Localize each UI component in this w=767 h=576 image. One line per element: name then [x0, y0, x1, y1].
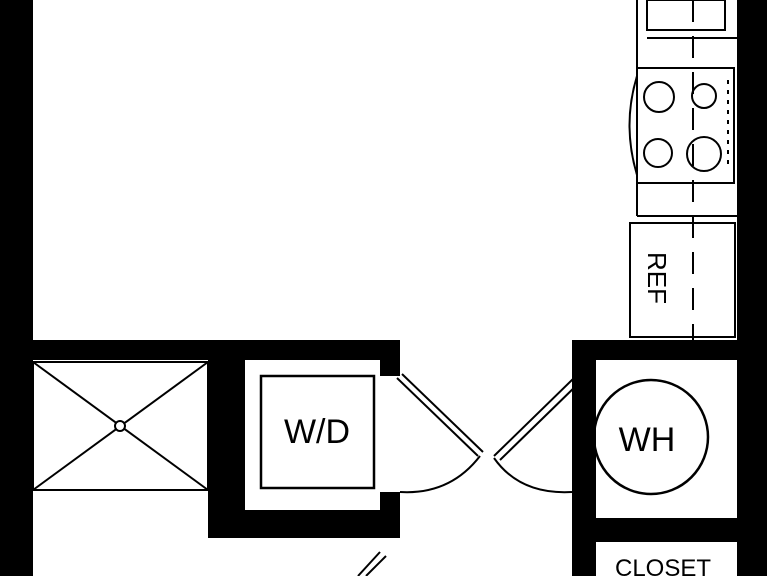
laundry-door [396, 373, 484, 494]
washer-dryer-box [259, 374, 376, 490]
utility-door [493, 377, 581, 494]
bath-door-leaf-b [365, 555, 387, 576]
burner-icon-3 [643, 138, 673, 168]
water-heater: WH [592, 378, 710, 496]
washer-dryer: W/D [259, 374, 376, 490]
water-heater-circle [592, 378, 710, 496]
utility-door-swing-arc [493, 457, 573, 494]
burner-icon-1 [643, 81, 675, 113]
laundry-door-swing-arc [399, 455, 481, 494]
right-exterior-wall [737, 0, 767, 576]
closet-area [596, 542, 737, 576]
closet: CLOSET [596, 542, 737, 576]
utility-left-wall [572, 360, 596, 576]
laundry-bottom-wall [208, 510, 400, 538]
partition-wall-right [572, 340, 737, 360]
burner-icon-4 [686, 136, 722, 172]
shower-stall [32, 361, 209, 491]
sink-basin [646, 0, 726, 31]
utility-bottom-wall [596, 518, 737, 542]
bath-door-fragment [357, 551, 387, 576]
laundry-left-wall [208, 360, 245, 538]
laundry-door-jamb-bottom [380, 492, 400, 510]
closet-label: CLOSET [615, 555, 711, 576]
shower-outline [32, 361, 209, 491]
utility-door-jamb [572, 360, 582, 378]
water-heater-label: WH [619, 421, 676, 459]
refrigerator-box [629, 222, 736, 338]
refrigerator-label: REF [642, 252, 672, 304]
washer-dryer-label: W/D [284, 413, 350, 451]
laundry-door-jamb-top [380, 360, 400, 376]
bath-door-leaf-a [357, 551, 381, 576]
laundry-door-leaf-a [396, 377, 479, 457]
range-door-arc [628, 75, 638, 176]
burner-icon-2 [691, 83, 717, 109]
kitchen-counter [628, 0, 737, 338]
range [636, 67, 735, 184]
shower-drain-icon [114, 420, 126, 432]
utility-door-leaf-b [499, 381, 581, 461]
laundry-door-leaf-b [401, 373, 484, 453]
left-exterior-wall [0, 0, 33, 576]
utility-door-leaf-a [493, 377, 575, 457]
partition-wall-left [33, 340, 400, 360]
